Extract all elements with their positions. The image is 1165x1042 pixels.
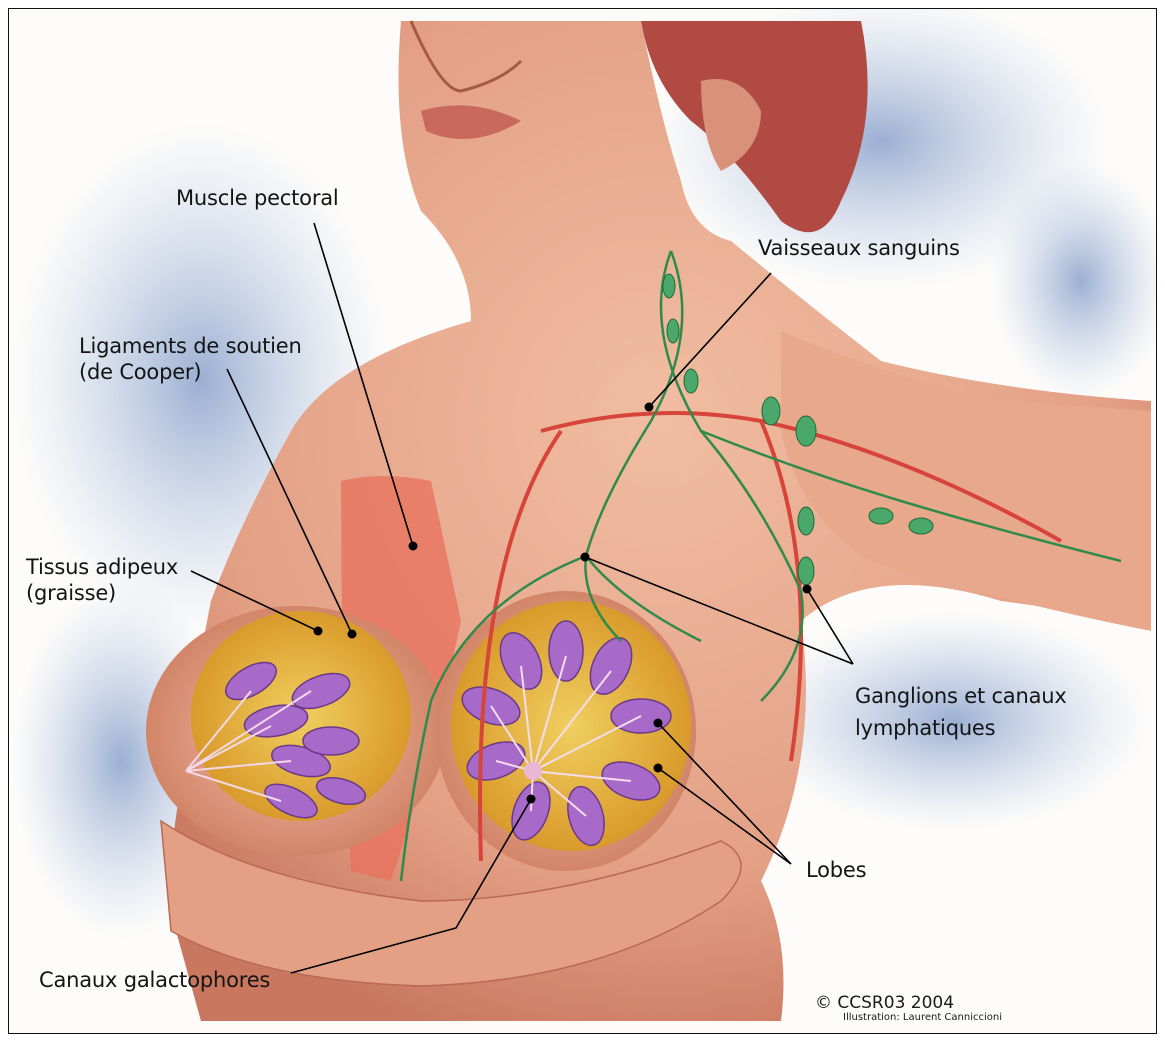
left-breast: [146, 606, 446, 856]
copyright-text: © CCSR03 2004: [815, 993, 954, 1013]
label-ligaments-line1: Ligaments de soutien: [79, 333, 302, 359]
label-ganglions-line2: lymphatiques: [855, 715, 995, 741]
label-ligaments-line2: (de Cooper): [79, 359, 201, 385]
right-breast: [436, 591, 696, 871]
label-vaisseaux-sanguins: Vaisseaux sanguins: [758, 235, 960, 261]
label-tissus-line1: Tissus adipeux: [26, 554, 178, 580]
anatomy-illustration: [9, 9, 1157, 1034]
label-ganglions-line1: Ganglions et canaux: [855, 683, 1067, 709]
label-muscle-pectoral: Muscle pectoral: [176, 185, 339, 211]
illustration-credit: Illustration: Laurent Canniccioni: [843, 1012, 1002, 1023]
label-tissus-line2: (graisse): [26, 580, 116, 606]
label-canaux-galactophores: Canaux galactophores: [39, 967, 270, 993]
illustration-frame: Muscle pectoral Vaisseaux sanguins Ligam…: [8, 8, 1157, 1034]
label-lobes: Lobes: [806, 857, 866, 883]
